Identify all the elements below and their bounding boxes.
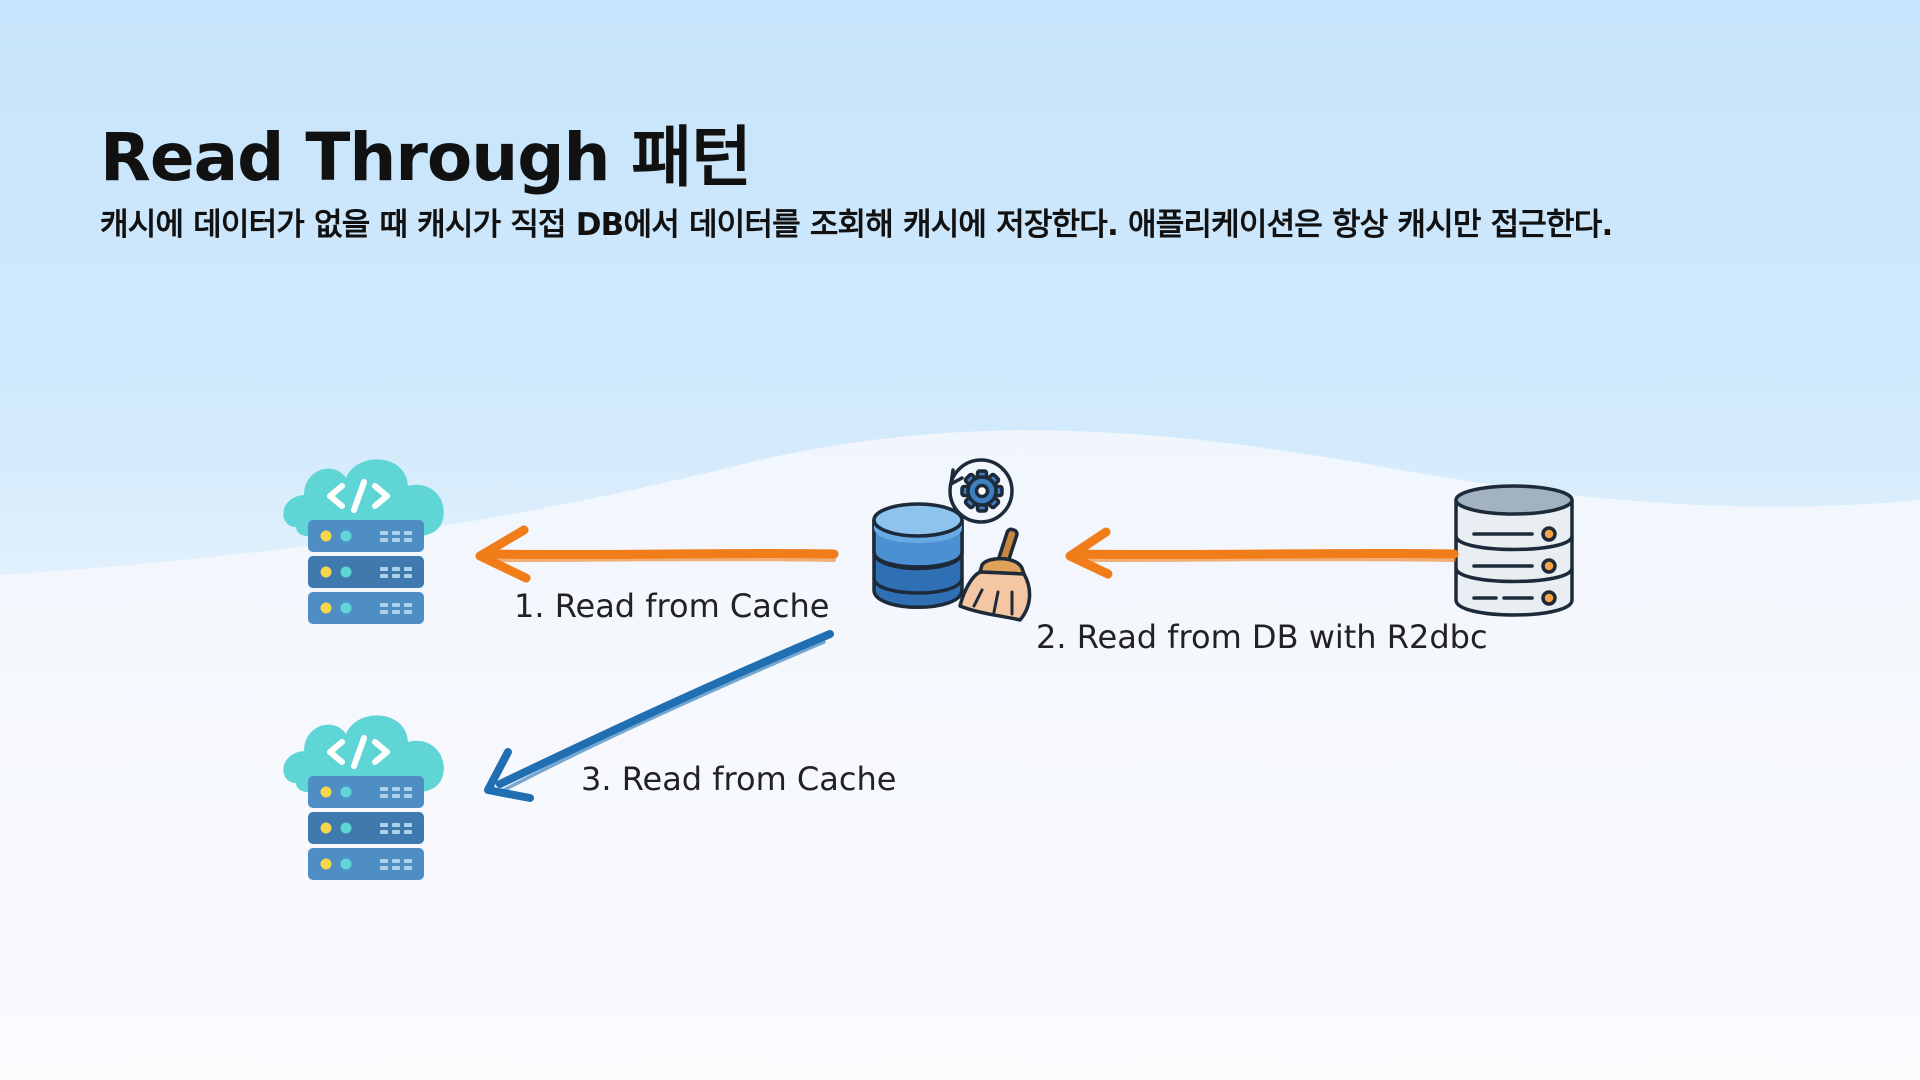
arrow-read-from-cache-1 (475, 525, 839, 583)
edge-label-1: 1. Read from Cache (514, 587, 829, 625)
edge-label-3: 3. Read from Cache (581, 760, 896, 798)
edge-label-2: 2. Read from DB with R2dbc (1036, 618, 1488, 656)
page-subtitle: 캐시에 데이터가 없을 때 캐시가 직접 DB에서 데이터를 조회해 캐시에 저… (100, 207, 1613, 243)
cloud-server-icon (283, 459, 443, 624)
page-title: Read Through 패턴 (100, 119, 752, 196)
cache-database-icon (872, 458, 1032, 622)
arrow-read-from-db (1065, 527, 1459, 579)
database-server-icon (1454, 484, 1574, 617)
cloud-server-icon (283, 715, 443, 880)
arrow-read-from-cache-3 (484, 630, 834, 802)
